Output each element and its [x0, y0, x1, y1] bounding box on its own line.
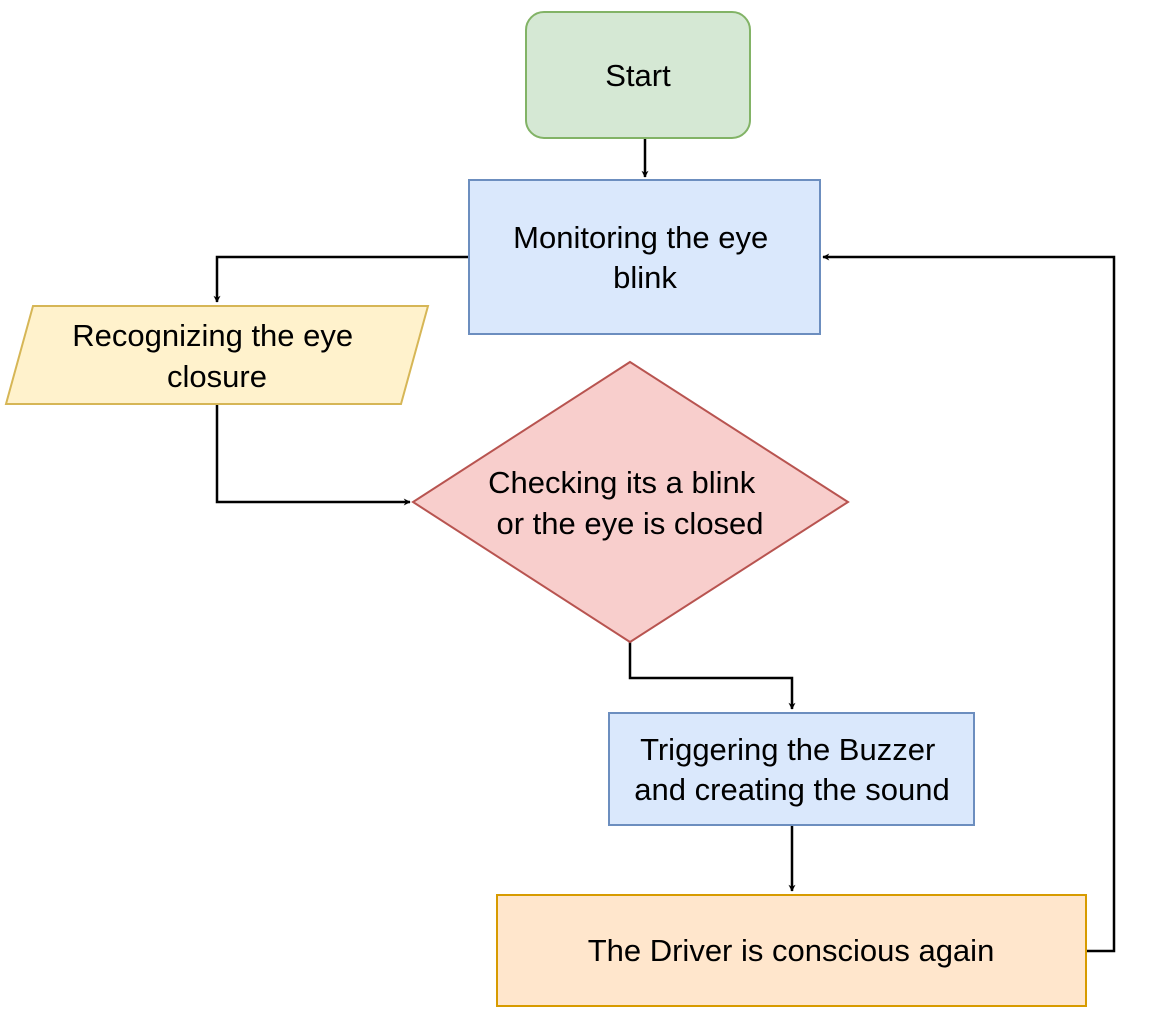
node-monitoring: Monitoring the eye blink — [468, 179, 821, 335]
start-terminator-shape — [525, 11, 751, 139]
node-recognizing: Recognizing the eye closure — [4, 305, 430, 405]
node-checking: Checking its a blink or the eye is close… — [411, 360, 850, 644]
conscious-label: The Driver is conscious again — [588, 933, 995, 968]
recognizing-data-shape — [4, 305, 430, 405]
conscious-process-shape — [496, 894, 1087, 1007]
monitoring-label: Monitoring the eye blink — [513, 220, 777, 295]
triggering-process-shape — [608, 712, 975, 826]
node-triggering: Triggering the Buzzer and creating the s… — [608, 712, 975, 826]
edge-conscious-to-monitoring — [822, 253, 1116, 953]
checking-label: Checking its a blink or the eye is close… — [488, 465, 764, 541]
edges — [213, 138, 1116, 953]
node-start: Start — [525, 11, 751, 139]
edge-checking-to-triggering — [628, 642, 796, 710]
edge-recognizing-to-checking — [215, 404, 411, 506]
triggering-label: Triggering the Buzzer and creating the s… — [634, 732, 949, 807]
monitoring-process-shape — [468, 179, 821, 335]
node-conscious: The Driver is conscious again — [496, 894, 1087, 1007]
recognizing-label: Recognizing the eye closure — [72, 318, 362, 394]
edge-monitoring-to-recognizing — [213, 255, 469, 303]
checking-decision-shape — [411, 360, 850, 644]
start-label: Start — [605, 58, 671, 93]
